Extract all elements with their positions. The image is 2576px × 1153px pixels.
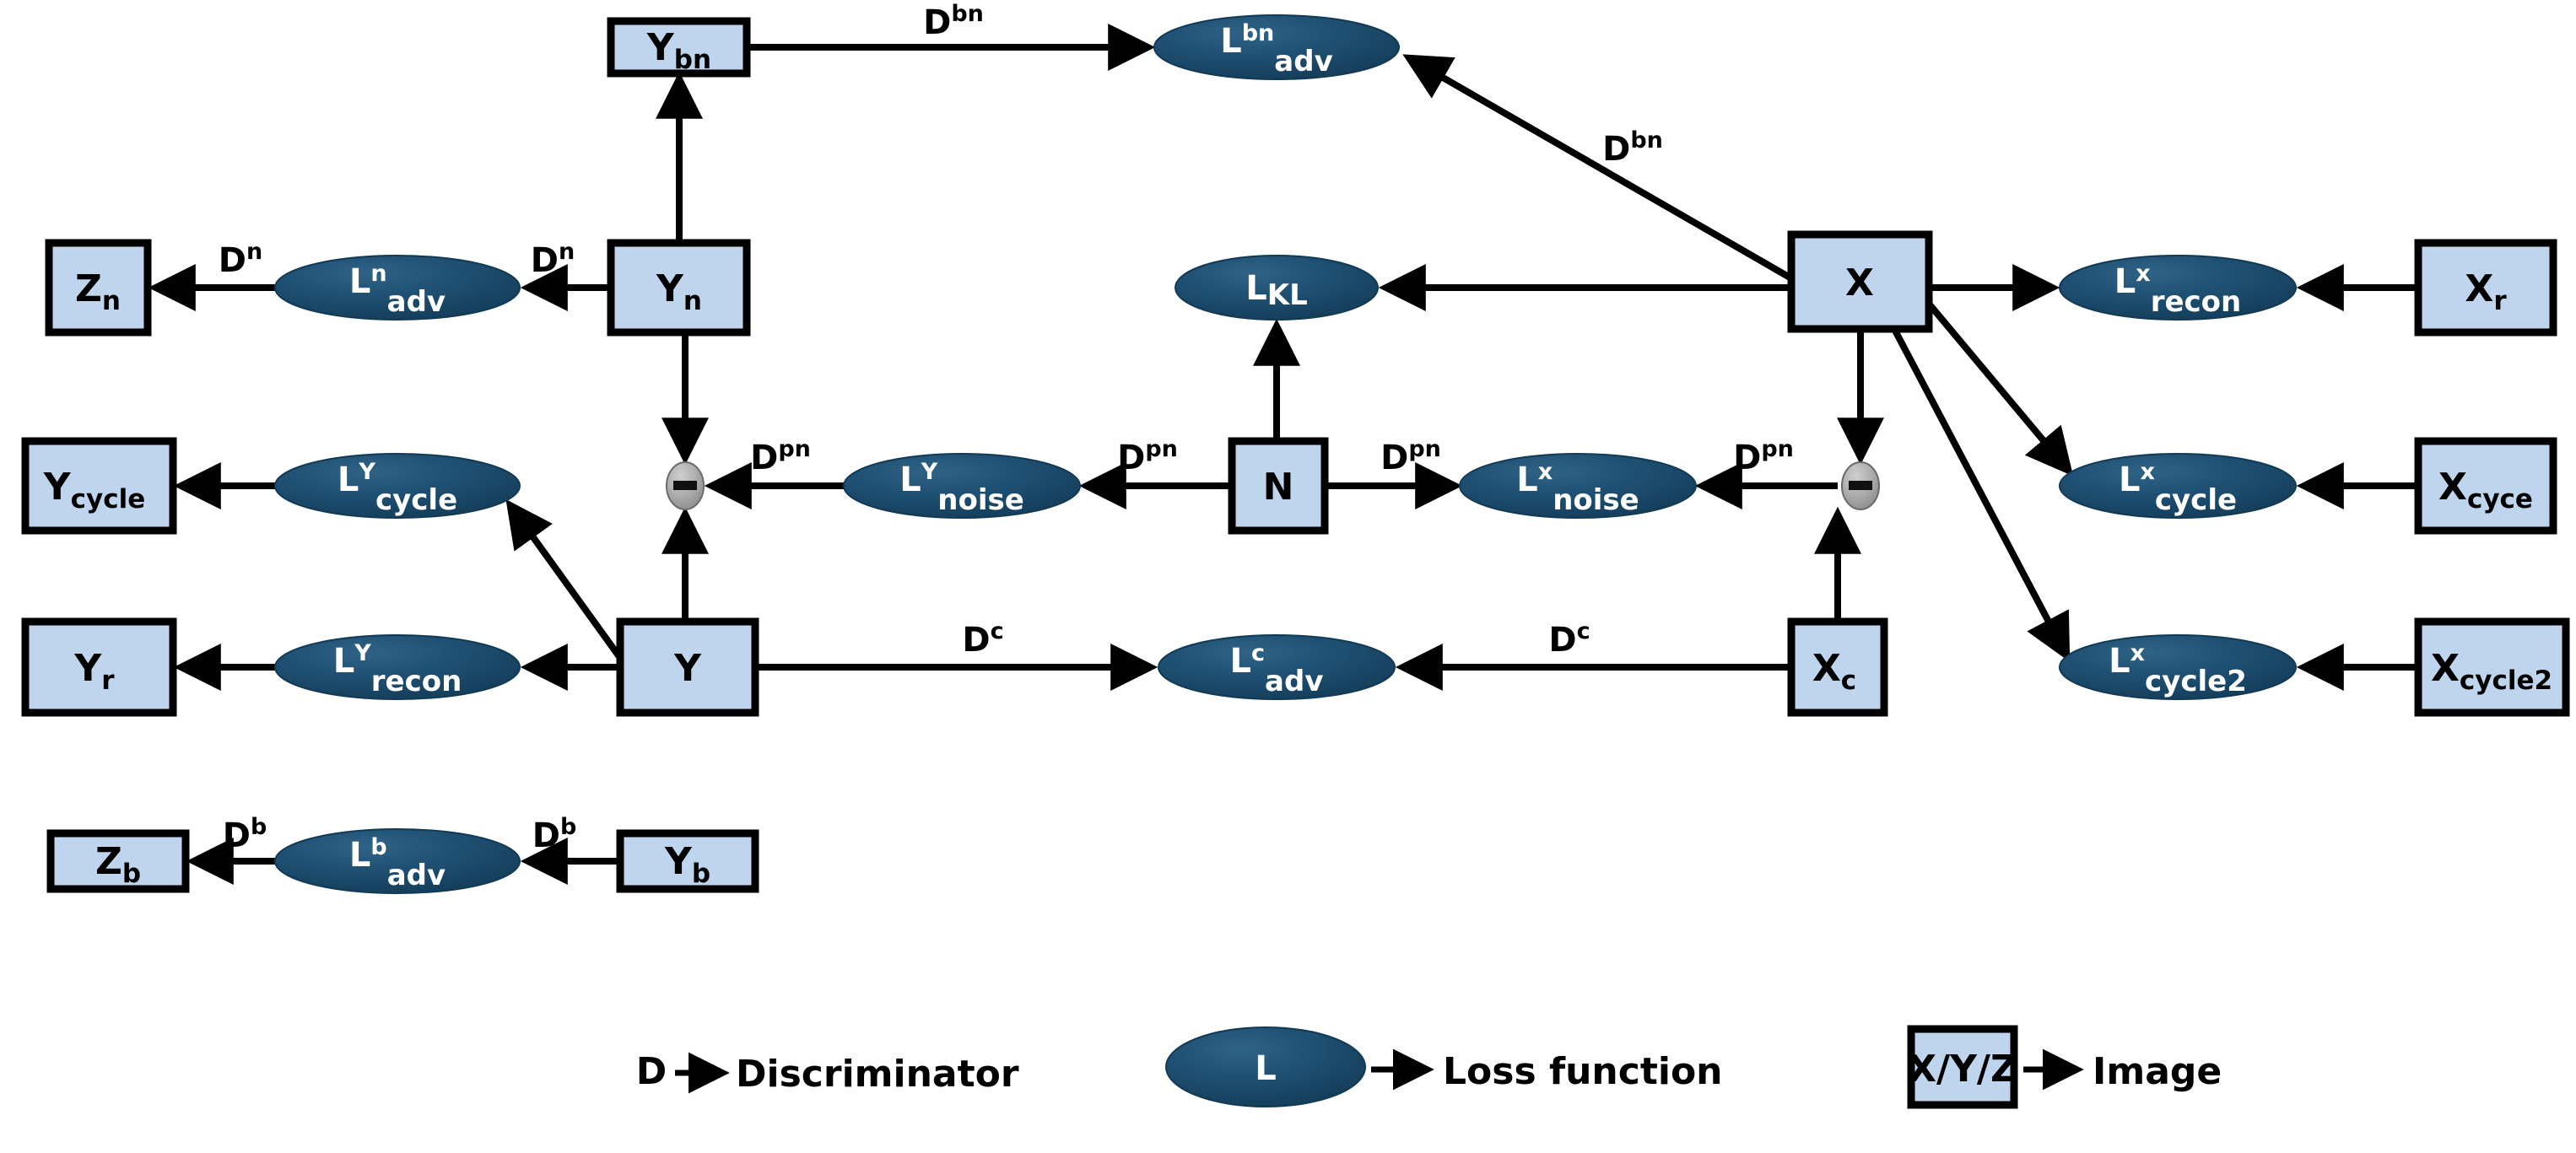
edge-label-Dc-left: Dc <box>962 618 1003 660</box>
legend-image-box <box>1907 1025 2018 1109</box>
edge-label-Dn-left: Dn <box>219 239 262 280</box>
svg-text:Xcyce: Xcyce <box>2438 466 2533 515</box>
node-N[interactable]: N <box>1228 437 1329 535</box>
svg-text:Lnadv: Lnadv <box>349 261 446 319</box>
svg-text:Xc: Xc <box>1812 647 1856 696</box>
svg-text:Lbnadv: Lbnadv <box>1220 20 1333 78</box>
node-Z_b[interactable]: Zb <box>46 829 190 893</box>
node-L_KL[interactable]: LKL <box>1175 255 1379 321</box>
legend-discriminator-label: Discriminator <box>736 1053 1019 1096</box>
node-L_x_noise[interactable]: Lxnoise <box>1459 453 1697 519</box>
legend-image-symbol: X/Y/Z <box>1908 1048 2017 1091</box>
node-L_x_cycle[interactable]: Lxcycle <box>2059 453 2297 519</box>
node-Y_cycle[interactable]: Ycycle <box>21 437 177 535</box>
node-X_r[interactable]: Xr <box>2414 239 2557 337</box>
node-L_Y_cycle[interactable]: LYcycle <box>274 453 521 519</box>
svg-text:LYcycle: LYcycle <box>338 459 457 517</box>
svg-text:Lcadv: Lcadv <box>1230 640 1324 698</box>
svg-text:Yb: Yb <box>664 840 710 889</box>
minus-operator-left[interactable] <box>666 461 705 510</box>
legend-item-loss: L Loss function <box>1165 1026 1723 1107</box>
node-L_x_recon[interactable]: Lxrecon <box>2059 255 2297 321</box>
edge-label-Dbn-top: Dbn <box>923 1 984 42</box>
node-Y[interactable]: Y <box>616 617 759 717</box>
svg-text:Ybn: Ybn <box>646 26 711 75</box>
edge-label-Dpn-3: Dpn <box>1380 436 1441 477</box>
edge-label-Dpn-2: Dpn <box>1117 436 1178 477</box>
edge-label-Dn-right: Dn <box>531 239 575 280</box>
node-Y_n[interactable]: Yn <box>607 239 751 337</box>
node-Y_r[interactable]: Yr <box>21 617 177 717</box>
edge-y-to-lycycle <box>505 498 624 660</box>
legend-image-label: Image <box>2093 1050 2222 1093</box>
edge-x-to-lbnadv <box>1402 54 1793 282</box>
node-X_c[interactable]: Xc <box>1787 617 1888 717</box>
legend-item-discriminator: D Discriminator <box>636 1050 1019 1096</box>
image-nodes: Ybn Yn Zn Ycycle Yr Y Zb Yb <box>21 17 2570 893</box>
legend: D Discriminator L Loss function X/Y/Z Im… <box>636 1025 2222 1109</box>
node-L_Y_noise[interactable]: LYnoise <box>843 453 1081 519</box>
svg-text:Y: Y <box>673 647 702 690</box>
node-L_n_adv[interactable]: Lnadv <box>274 255 521 321</box>
node-X[interactable]: X <box>1787 230 1933 333</box>
edge-label-Dpn-4: Dpn <box>1733 436 1794 477</box>
edge-label-Dbn-diagonal: Dbn <box>1602 127 1663 169</box>
svg-text:Yn: Yn <box>656 267 702 316</box>
node-X_cyce[interactable]: Xcyce <box>2414 437 2557 535</box>
svg-text:LYnoise: LYnoise <box>899 459 1024 517</box>
edge-label-Db-left: Db <box>223 814 267 855</box>
edges <box>148 24 2418 885</box>
svg-text:Lbadv: Lbadv <box>349 834 446 892</box>
node-L_bn_adv[interactable]: Lbnadv <box>1153 14 1400 80</box>
node-Y_bn[interactable]: Ybn <box>607 17 751 78</box>
svg-text:Lxrecon: Lxrecon <box>2114 261 2241 319</box>
edge-label-Db-right: Db <box>532 814 577 855</box>
minus-nodes <box>666 461 1880 510</box>
minus-operator-right[interactable] <box>1841 461 1880 510</box>
node-L_b_adv[interactable]: Lbadv <box>274 828 521 894</box>
svg-text:Zb: Zb <box>95 840 141 889</box>
node-L_Y_recon[interactable]: LYrecon <box>274 634 521 700</box>
svg-text:Lxnoise: Lxnoise <box>1516 459 1639 517</box>
svg-text:Xr: Xr <box>2465 267 2507 316</box>
legend-item-image: X/Y/Z Image <box>1907 1025 2222 1109</box>
legend-loss-symbol: L <box>1255 1049 1277 1088</box>
svg-text:LYrecon: LYrecon <box>333 640 462 698</box>
legend-loss-label: Loss function <box>1443 1050 1723 1093</box>
legend-loss-ellipse <box>1165 1026 1366 1107</box>
edge-label-Dc-right: Dc <box>1548 618 1590 660</box>
edge-label-Dpn-1: Dpn <box>750 436 811 477</box>
legend-discriminator-symbol: D <box>636 1050 667 1093</box>
svg-text:Ycycle: Ycycle <box>43 466 146 515</box>
node-L_c_adv[interactable]: Lcadv <box>1158 634 1396 700</box>
svg-text:N: N <box>1263 466 1294 509</box>
node-L_x_cycle2[interactable]: Lxcycle2 <box>2059 634 2297 700</box>
svg-text:Lxcycle: Lxcycle <box>2119 459 2237 517</box>
node-Y_b[interactable]: Yb <box>616 829 759 893</box>
edge-x-to-lxcycle <box>1925 301 2074 477</box>
loss-nodes: Lbnadv Lnadv LKL Lxrecon LYcycle LYnoise… <box>274 14 2297 894</box>
edge-x-to-lxcycle2 <box>1891 327 2071 662</box>
edge-labels: Dbn Dbn Dn Dn Dpn Dpn Dpn Dpn Dc Dc Db D… <box>219 1 1794 855</box>
svg-text:Lxcycle2: Lxcycle2 <box>2109 640 2247 698</box>
node-Z_n[interactable]: Zn <box>45 239 152 337</box>
svg-text:LKL: LKL <box>1245 269 1308 312</box>
svg-text:Xcycle2: Xcycle2 <box>2431 647 2552 696</box>
node-X_cycle2[interactable]: Xcycle2 <box>2414 617 2570 717</box>
svg-text:X: X <box>1845 261 1874 304</box>
svg-text:Zn: Zn <box>75 267 121 316</box>
svg-text:Yr: Yr <box>73 647 115 696</box>
